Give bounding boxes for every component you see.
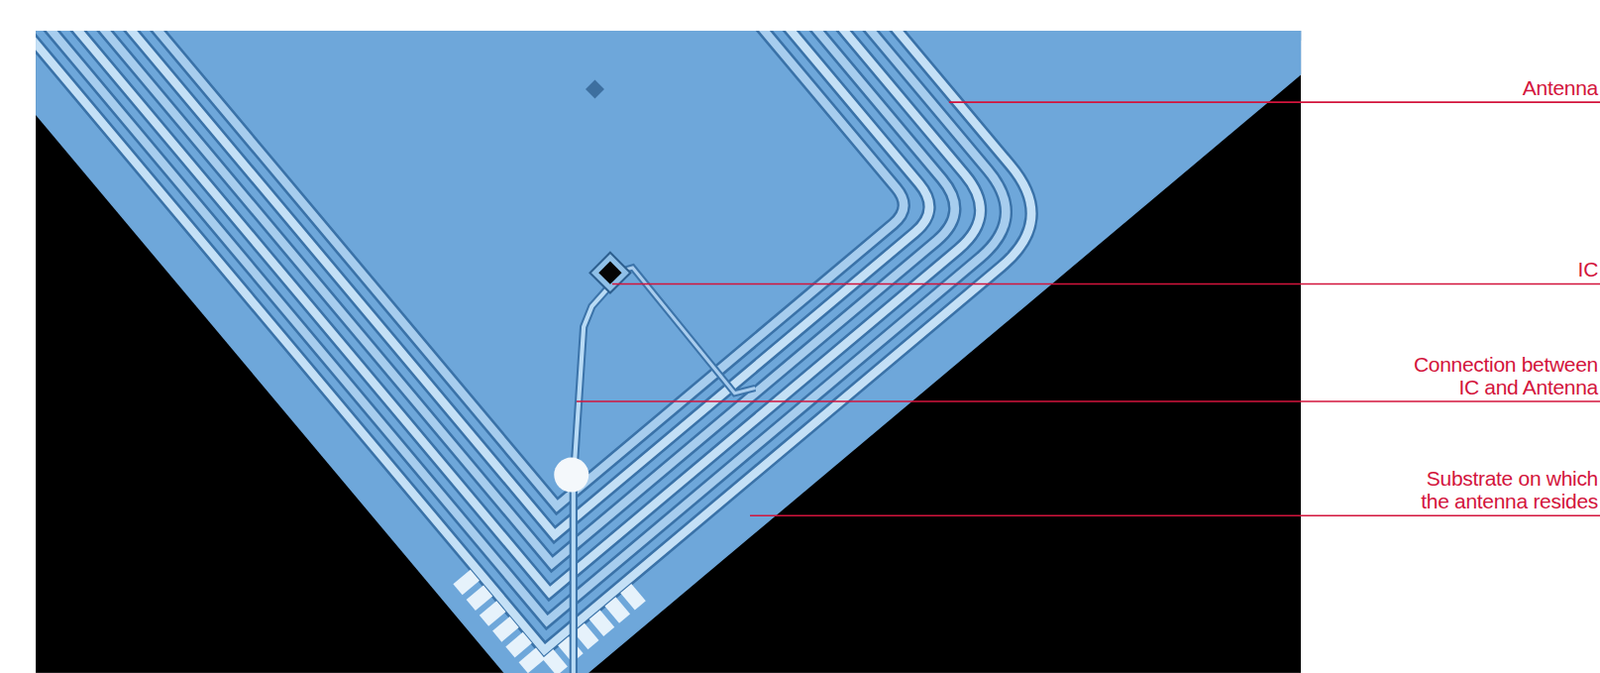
bond-pad xyxy=(466,584,494,611)
substrate xyxy=(35,30,1301,673)
coil-turn xyxy=(35,30,1028,622)
coil-turn xyxy=(35,30,1057,650)
bond-pad xyxy=(604,596,631,624)
bond-pad xyxy=(541,648,568,673)
coil-turn xyxy=(35,30,942,535)
coil-edge xyxy=(35,30,913,507)
bond-pad xyxy=(452,569,480,596)
coil-turn xyxy=(35,30,913,507)
connection-trace xyxy=(618,267,755,394)
leader-line xyxy=(949,101,1600,104)
coil-edge xyxy=(35,30,1028,622)
leader-line xyxy=(576,400,1600,403)
mark-square xyxy=(585,80,605,100)
callout-label: Connection between IC and Antenna xyxy=(1399,352,1599,399)
leader-line xyxy=(612,283,1600,286)
tag-body xyxy=(35,30,1301,673)
antenna-coil xyxy=(35,30,1057,650)
leader-line xyxy=(749,514,1600,517)
bond-pad xyxy=(479,600,507,627)
coil-turn xyxy=(35,30,970,564)
callout-label: Antenna xyxy=(1399,76,1599,100)
bond-pad xyxy=(620,583,646,611)
via-pad xyxy=(553,457,589,493)
bond-pad xyxy=(519,647,546,673)
coil-turn xyxy=(35,30,999,593)
bond-pads xyxy=(452,496,645,673)
callout-label: IC xyxy=(1399,257,1599,281)
connection-trace xyxy=(618,267,755,394)
coil-edge xyxy=(35,30,970,564)
ic-chip xyxy=(598,260,622,284)
bond-pad xyxy=(505,632,533,658)
coil-edge xyxy=(35,30,942,535)
leader-lines xyxy=(576,102,1600,516)
bond-pad xyxy=(589,609,616,637)
callout-label: Substrate on which the antenna resides xyxy=(1399,466,1599,513)
bond-pad xyxy=(492,616,520,642)
coil-edge xyxy=(35,30,1057,650)
ic-frame xyxy=(590,252,632,294)
coil-edge xyxy=(35,30,999,593)
